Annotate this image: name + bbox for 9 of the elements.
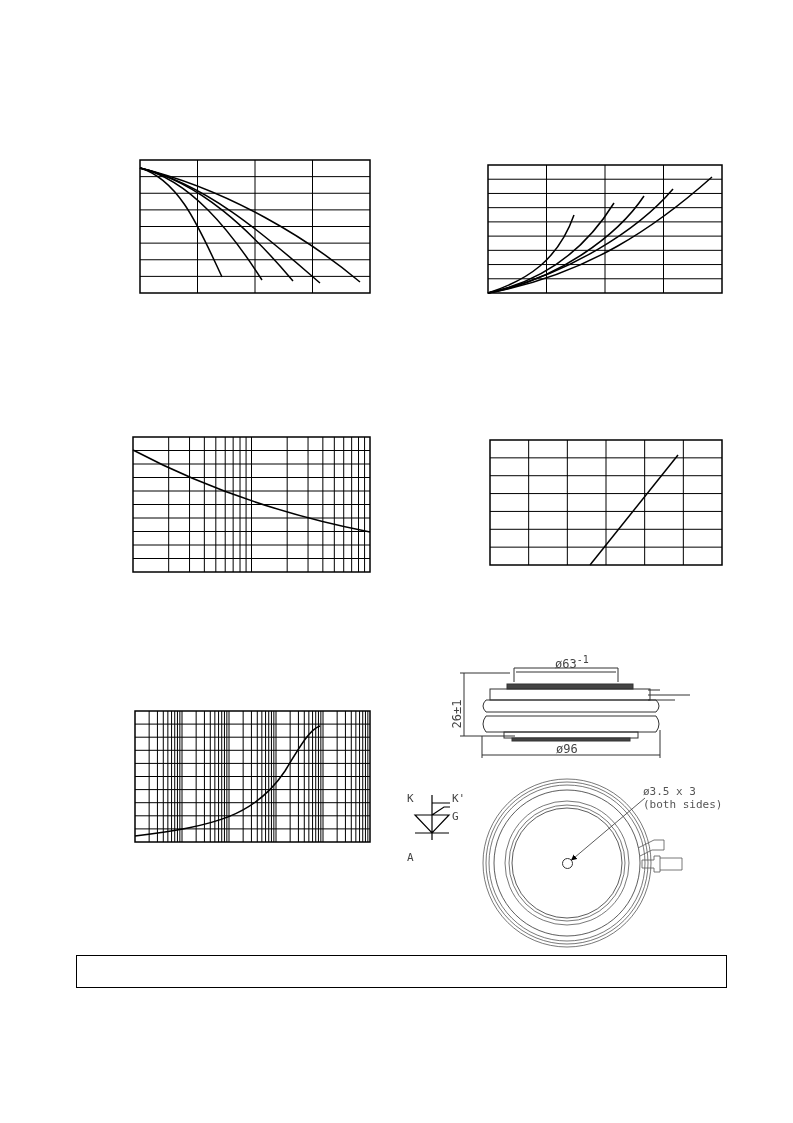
dimension-label: ø96	[556, 743, 578, 755]
dimension-label: A	[407, 852, 414, 863]
hole-note: ø3.5 x 3 (both sides)	[643, 786, 728, 812]
dimension-label: G	[452, 811, 459, 822]
dimension-label: K'	[452, 793, 466, 804]
mounting-hole	[562, 858, 573, 869]
dimension-label: 26±1	[451, 699, 464, 729]
dimension-label: ø63$^{-1}$	[555, 655, 589, 670]
dimension-label: K	[407, 793, 414, 804]
